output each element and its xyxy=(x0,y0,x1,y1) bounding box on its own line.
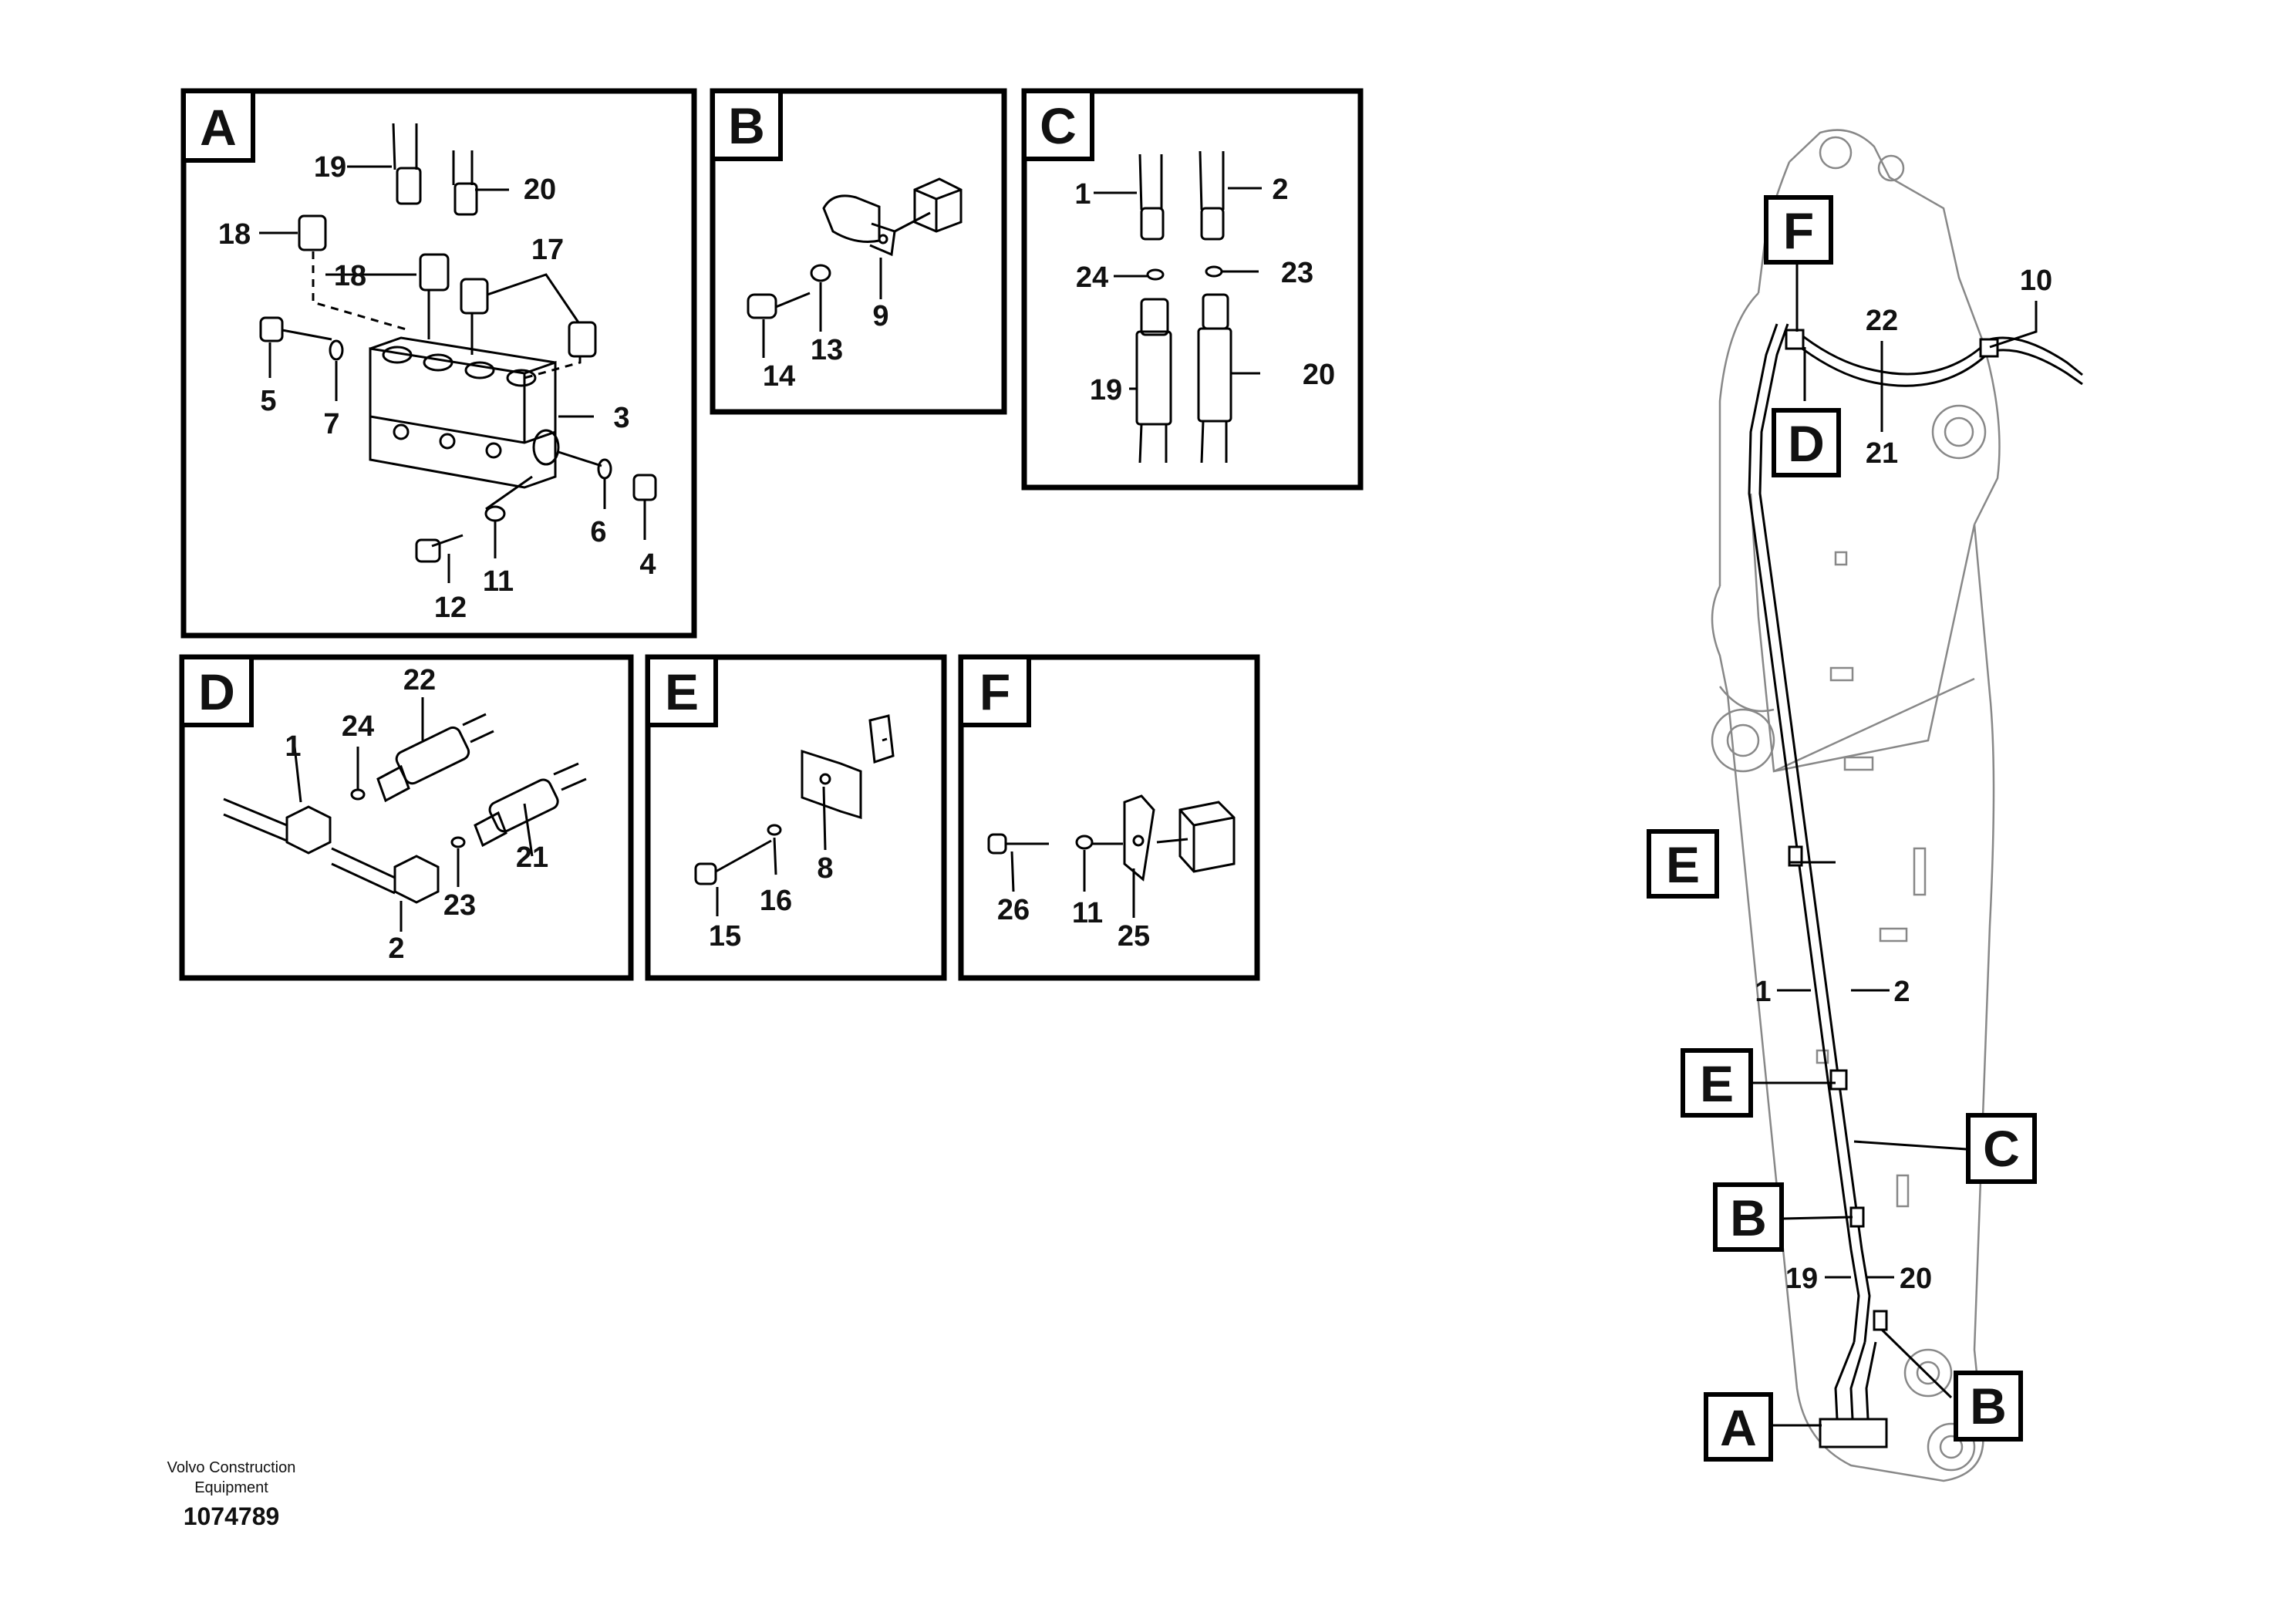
overview-tag-d: D xyxy=(1788,415,1825,472)
label-18b: 18 xyxy=(334,260,366,292)
footer: Volvo Construction Equipment 1074789 xyxy=(139,1458,324,1531)
panel-f-tag: F xyxy=(979,663,1010,720)
panel-b: B 9 14 13 xyxy=(710,88,1007,415)
overview-label-1: 1 xyxy=(1755,976,1771,1008)
label-4: 4 xyxy=(639,548,656,581)
label-15: 15 xyxy=(709,920,741,953)
overview-label-22: 22 xyxy=(1866,305,1898,337)
overview-label-20: 20 xyxy=(1900,1263,1932,1295)
label-6: 6 xyxy=(590,516,606,548)
label-14: 14 xyxy=(763,360,795,393)
overview-tag-e2: E xyxy=(1700,1055,1734,1112)
label-2-d: 2 xyxy=(388,932,404,965)
panel-e: E 8 15 16 xyxy=(645,654,947,981)
label-19-c: 19 xyxy=(1090,374,1122,406)
overview-tag-f: F xyxy=(1783,202,1814,259)
overview-label-10: 10 xyxy=(2020,265,2052,297)
label-1-d: 1 xyxy=(285,730,301,763)
panel-c-tag: C xyxy=(1040,97,1077,154)
panel-d: D 22 24 1 21 23 2 xyxy=(179,654,634,981)
label-1: 1 xyxy=(1074,178,1091,211)
label-21-d: 21 xyxy=(516,841,548,874)
label-25: 25 xyxy=(1118,920,1150,953)
label-2: 2 xyxy=(1272,174,1288,206)
overview-tag-a: A xyxy=(1720,1399,1757,1456)
overview-tag-b1: B xyxy=(1730,1189,1767,1246)
label-20-c: 20 xyxy=(1303,359,1335,391)
panel-f: F 26 11 25 xyxy=(958,654,1260,981)
panel-b-tag: B xyxy=(728,97,765,154)
label-11-f: 11 xyxy=(1072,897,1103,929)
label-24: 24 xyxy=(1076,261,1108,294)
brand-line-2: Equipment xyxy=(194,1479,268,1496)
panel-a: A xyxy=(180,88,697,639)
label-8: 8 xyxy=(817,852,833,885)
label-19: 19 xyxy=(314,151,346,184)
panel-a-tag: A xyxy=(200,99,237,156)
label-17: 17 xyxy=(531,234,564,266)
label-7: 7 xyxy=(323,408,339,440)
label-22-d: 22 xyxy=(403,664,436,696)
label-9: 9 xyxy=(872,300,888,332)
label-23: 23 xyxy=(1281,257,1313,289)
overview-tag-b2: B xyxy=(1970,1378,2007,1435)
overview-label-21: 21 xyxy=(1866,437,1898,470)
panel-d-tag: D xyxy=(198,663,235,720)
label-23-d: 23 xyxy=(443,889,476,922)
label-24-d: 24 xyxy=(342,710,374,743)
overview-callouts: F D E E C B B A 10 22 21 1 2 19 20 xyxy=(1647,195,2052,1462)
label-18: 18 xyxy=(218,218,251,251)
label-12: 12 xyxy=(434,592,467,624)
panel-c: C 1 2 24 23 19 20 xyxy=(1021,88,1364,491)
hose-route xyxy=(1748,323,2083,1448)
overview-tag-e1: E xyxy=(1666,836,1700,893)
label-20: 20 xyxy=(524,174,556,206)
label-13: 13 xyxy=(811,334,843,366)
label-16: 16 xyxy=(760,885,792,917)
overview-label-2: 2 xyxy=(1893,976,1910,1008)
label-11: 11 xyxy=(483,565,514,598)
panel-e-tag: E xyxy=(665,663,699,720)
label-26: 26 xyxy=(997,894,1030,926)
label-5: 5 xyxy=(260,385,276,417)
overview-tag-c: C xyxy=(1983,1120,2020,1177)
drawing-number: 1074789 xyxy=(183,1502,280,1530)
overview-label-19: 19 xyxy=(1785,1263,1818,1295)
brand-line-1: Volvo Construction xyxy=(167,1459,296,1476)
label-3: 3 xyxy=(613,402,629,434)
